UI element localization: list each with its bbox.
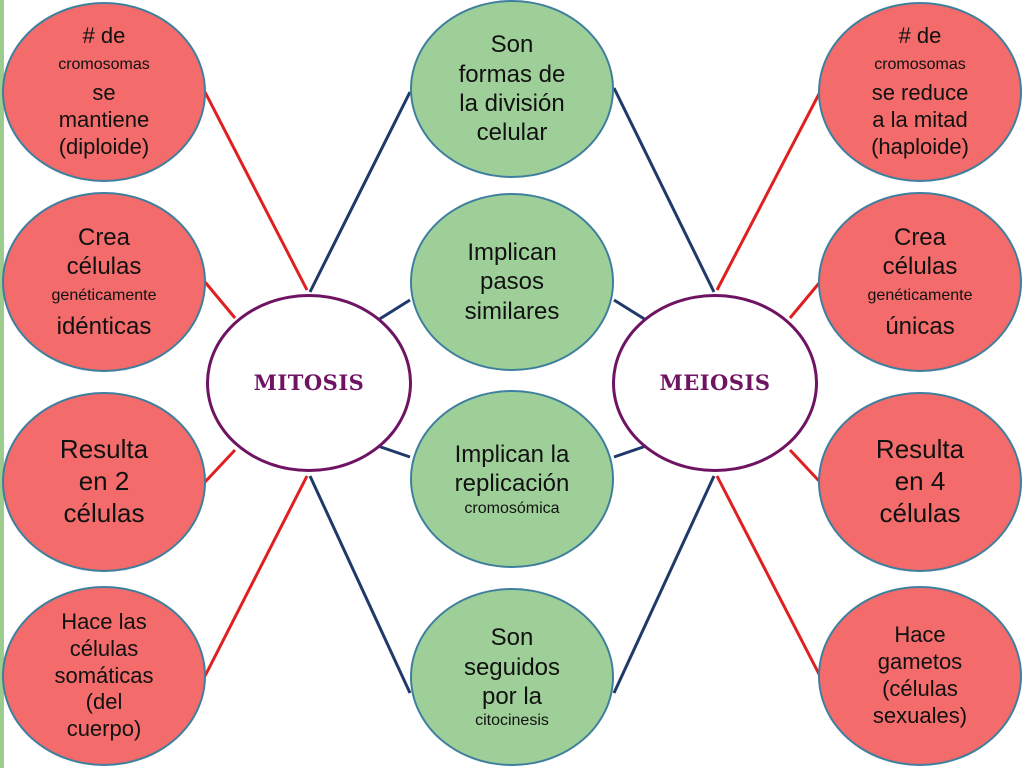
shared-node-4-line-2: seguidos	[463, 653, 561, 681]
meiosis-feature-4-line-2: gametos	[877, 649, 963, 675]
shared-node-3: Implican la replicación cromosómica	[410, 390, 614, 568]
hub-meiosis-label: MEIOSIS	[659, 370, 771, 396]
link-meiosis-feature-3	[788, 448, 822, 484]
mitosis-feature-4-line-5: cuerpo)	[66, 716, 142, 742]
shared-node-4-line-3: por la	[481, 682, 543, 710]
mitosis-feature-1-line-1: # de	[82, 23, 126, 49]
shared-node-2-line-1: Implican	[467, 239, 557, 267]
link-meiosis-feature-2	[788, 281, 822, 319]
shared-node-2: Implican pasos similares	[410, 193, 614, 371]
link-mitosis-shared-2	[377, 298, 411, 322]
shared-node-4-line-4: citocinesis	[475, 712, 549, 730]
meiosis-feature-1: # de cromosomas se reduce a la mitad (ha…	[818, 2, 1022, 182]
mitosis-feature-1-line-4: mantiene	[58, 107, 150, 133]
mitosis-feature-2-line-2: células	[66, 253, 142, 281]
mitosis-feature-1: # de cromosomas se mantiene (diploide)	[2, 2, 206, 182]
mitosis-feature-1-line-5: (diploide)	[58, 134, 150, 160]
meiosis-feature-4: Hace gametos (células sexuales)	[818, 586, 1022, 766]
link-meiosis-feature-4	[715, 475, 822, 677]
shared-node-1-line-1: Son	[490, 31, 534, 59]
shared-node-4-line-1: Son	[490, 624, 534, 652]
shared-node-2-line-2: pasos	[479, 268, 545, 296]
link-mitosis-feature-1	[203, 91, 309, 291]
shared-node-4: Son seguidos por la citocinesis	[410, 588, 614, 766]
mitosis-feature-3-line-3: células	[63, 497, 145, 528]
hub-mitosis-label: MITOSIS	[253, 370, 365, 396]
meiosis-feature-2-line-3: genéticamente	[867, 287, 973, 305]
link-meiosis-shared-4	[612, 475, 716, 694]
meiosis-feature-3-line-3: células	[879, 497, 961, 528]
mitosis-feature-4-line-2: células	[69, 635, 139, 661]
meiosis-feature-3-line-1: Resulta	[875, 434, 965, 465]
mitosis-feature-3-line-1: Resulta	[59, 434, 149, 465]
meiosis-feature-3: Resulta en 4 células	[818, 392, 1022, 572]
shared-node-3-line-3: cromosómica	[464, 499, 560, 517]
meiosis-feature-1-line-1: # de	[898, 23, 942, 49]
meiosis-feature-1-line-2: cromosomas	[874, 55, 966, 73]
meiosis-feature-1-line-5: (haploide)	[871, 134, 969, 160]
link-meiosis-shared-2	[613, 298, 647, 322]
meiosis-feature-1-line-3: se reduce	[871, 80, 969, 106]
shared-node-1-line-4: celular	[476, 119, 548, 147]
shared-node-1-line-3: la división	[459, 90, 565, 117]
left-edge-rule	[0, 0, 4, 768]
mitosis-feature-2-line-4: idénticas	[56, 312, 152, 340]
link-meiosis-shared-3	[613, 444, 647, 459]
shared-node-1: Son formas de la división celular	[410, 0, 614, 178]
mitosis-feature-4-line-1: Hace las	[61, 608, 147, 634]
mitosis-feature-4: Hace las células somáticas (del cuerpo)	[2, 586, 206, 766]
meiosis-feature-3-line-2: en 4	[894, 466, 946, 497]
meiosis-feature-2-line-4: únicas	[885, 312, 955, 340]
meiosis-feature-2: Crea células genéticamente únicas	[818, 192, 1022, 372]
hub-meiosis: MEIOSIS	[612, 294, 818, 472]
shared-node-3-line-2: replicación	[454, 470, 570, 498]
shared-node-1-line-2: formas de	[458, 60, 566, 88]
meiosis-feature-1-line-4: a la mitad	[872, 107, 968, 133]
link-mitosis-shared-4	[308, 475, 412, 694]
shared-node-3-line-1: Implican la	[454, 440, 570, 468]
mitosis-feature-1-line-3: se	[92, 80, 116, 106]
mitosis-feature-3: Resulta en 2 células	[2, 392, 206, 572]
link-mitosis-feature-4	[203, 475, 309, 677]
link-mitosis-feature-3	[203, 448, 237, 484]
meiosis-feature-2-line-2: células	[882, 253, 958, 281]
mitosis-feature-2: Crea células genéticamente idénticas	[2, 192, 206, 372]
link-meiosis-feature-1	[715, 91, 822, 291]
link-meiosis-shared-1	[612, 87, 716, 293]
meiosis-feature-4-line-4: sexuales)	[872, 702, 968, 728]
mitosis-feature-3-line-2: en 2	[78, 466, 130, 497]
meiosis-feature-2-line-1: Crea	[893, 223, 947, 251]
meiosis-feature-4-line-1: Hace	[894, 622, 946, 648]
mitosis-feature-4-line-4: (del	[85, 689, 123, 715]
link-mitosis-shared-1	[308, 91, 412, 293]
mitosis-feature-1-line-2: cromosomas	[58, 55, 150, 73]
mitosis-feature-2-line-1: Crea	[77, 223, 131, 251]
hub-mitosis: MITOSIS	[206, 294, 412, 472]
meiosis-feature-4-line-3: (células	[882, 676, 958, 701]
shared-node-2-line-3: similares	[464, 297, 560, 325]
link-mitosis-shared-3	[377, 444, 411, 459]
mitosis-feature-2-line-3: genéticamente	[51, 287, 157, 305]
mitosis-feature-4-line-3: somáticas	[54, 662, 154, 688]
link-mitosis-feature-2	[203, 281, 237, 319]
